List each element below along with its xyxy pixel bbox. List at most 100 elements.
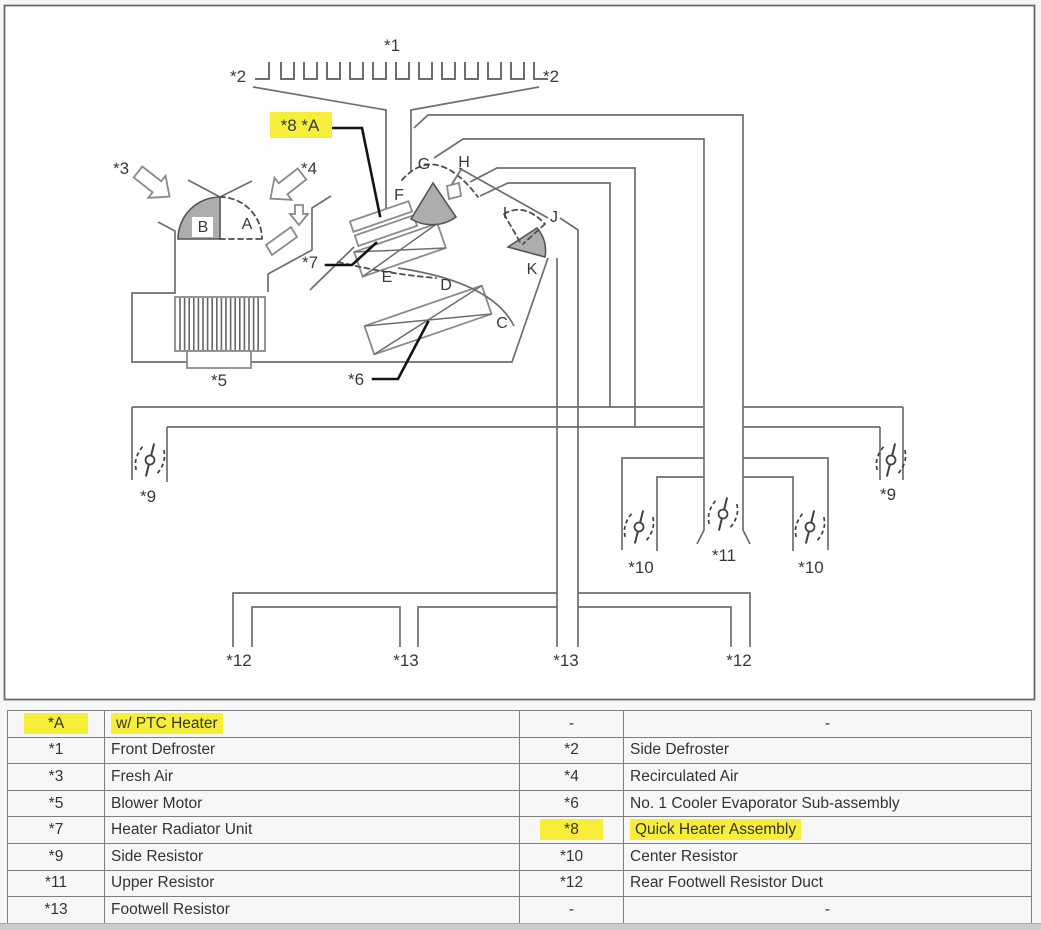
label-center-resistor-left: *10 <box>628 558 654 577</box>
fresh-air-arrow-icon <box>132 165 171 199</box>
leader-quick-heater <box>330 126 382 218</box>
label-side-defroster-right: *2 <box>543 67 559 86</box>
legend-table: *A w/ PTC Heater - - *1 Front Defroster … <box>7 710 1032 924</box>
legend-value: Fresh Air <box>104 763 520 791</box>
legend-key: *10 <box>519 842 624 871</box>
door-K-shape <box>506 226 547 258</box>
door-B-label-box <box>192 217 213 237</box>
upper-resistor-icon <box>707 497 739 531</box>
duct-third <box>469 167 636 427</box>
legend-value: Blower Motor <box>104 789 520 818</box>
table-row: *A w/ PTC Heater - - <box>7 710 1032 738</box>
legend-value: No. 1 Cooler Evaporator Sub-assembly <box>623 789 1032 818</box>
heater-radiator-unit <box>353 222 447 278</box>
label-rear-duct-right: *12 <box>726 651 752 670</box>
legend-key: *6 <box>519 789 624 818</box>
center-resistor-right-icon <box>794 510 826 544</box>
footwell-feed-right-wall <box>559 217 579 647</box>
label-center-resistor-right: *10 <box>798 558 824 577</box>
label-upper-resistor: *11 <box>712 546 736 565</box>
cooler-evaporator <box>363 284 493 356</box>
passage-wall <box>309 246 355 291</box>
legend-value: Side Defroster <box>623 736 1032 765</box>
legend-key: - <box>519 896 624 924</box>
door-letter-D: D <box>440 277 452 294</box>
door-letter-G: G <box>418 156 430 173</box>
door-I-J-swing <box>503 208 546 245</box>
unit-outline <box>131 221 549 363</box>
rear-duct-left <box>232 592 557 647</box>
legend-value: Footwell Resistor <box>104 896 520 924</box>
defroster-duct-right-wall <box>410 86 540 172</box>
label-footwell-right: *13 <box>553 651 579 670</box>
label-fresh-air: *3 <box>113 159 129 178</box>
legend-value: Rear Footwell Resistor Duct <box>623 869 1032 898</box>
label-side-resistor-left: *9 <box>140 487 156 506</box>
label-front-defroster: *1 <box>384 36 400 55</box>
front-defroster-vents-icon <box>255 62 548 80</box>
hvac-airflow-diagram: *1 *2 *2 *3 *4 *5 *6 *7 *8 *A *9 *9 *10 … <box>3 4 1036 701</box>
center-assembly-inner <box>656 476 794 551</box>
legend-value: Heater Radiator Unit <box>104 816 520 844</box>
side-duct-left-outlet <box>131 407 168 482</box>
legend-key: *2 <box>519 736 624 765</box>
table-row: *13 Footwell Resistor - - <box>7 896 1032 924</box>
label-blower-motor: *5 <box>211 371 227 390</box>
door-letter-J: J <box>550 209 558 226</box>
duct-fourth <box>479 182 611 407</box>
duct-second <box>433 138 705 545</box>
table-row: *7 Heater Radiator Unit *8 Quick Heater … <box>7 816 1032 844</box>
label-heater-radiator: *7 <box>302 253 318 272</box>
legend-key: *13 <box>7 896 105 924</box>
legend-key: *5 <box>7 789 105 818</box>
diagram-frame <box>3 4 1036 701</box>
rear-duct-right <box>578 592 751 647</box>
label-evaporator: *6 <box>348 370 364 389</box>
legend-value: w/ PTC Heater <box>111 712 223 734</box>
door-C-swing-arc <box>397 267 515 327</box>
legend-key: *7 <box>7 816 105 844</box>
label-footwell-left: *13 <box>393 651 419 670</box>
recirc-flap <box>264 225 299 257</box>
table-row: *9 Side Resistor *10 Center Resistor <box>7 842 1032 871</box>
door-letter-C: C <box>496 315 508 332</box>
door-letter-H: H <box>458 154 470 171</box>
legend-value: Center Resistor <box>623 842 1032 871</box>
legend-key: *11 <box>7 869 105 898</box>
center-resistor-left-icon <box>623 510 655 544</box>
duct-outer <box>413 114 751 545</box>
label-recirculated-air: *4 <box>301 159 317 178</box>
table-row: *3 Fresh Air *4 Recirculated Air <box>7 763 1032 791</box>
door-letter-F: F <box>394 187 404 204</box>
legend-key: - <box>519 710 624 738</box>
small-down-arrow-icon <box>288 204 310 227</box>
label-side-defroster-left: *2 <box>230 67 246 86</box>
side-resistor-right-icon <box>875 443 907 477</box>
table-row: *11 Upper Resistor *12 Rear Footwell Res… <box>7 869 1032 898</box>
defroster-duct-left-wall <box>252 86 387 218</box>
legend-value: - <box>623 710 1032 738</box>
door-letter-B: B <box>198 219 209 236</box>
label-quick-heater: *8 *A <box>281 116 320 135</box>
intake-right-wall <box>267 195 332 292</box>
legend-key: *3 <box>7 763 105 791</box>
door-A-swing-arc <box>219 196 263 240</box>
legend-value: Front Defroster <box>104 736 520 765</box>
door-letter-I: I <box>503 205 507 222</box>
recirculated-air-arrow-icon <box>269 167 308 201</box>
door-G-H-swing-arc <box>401 163 479 198</box>
blower-motor-stripes <box>179 298 259 350</box>
center-assembly-outer <box>621 457 829 550</box>
legend-value: - <box>623 896 1032 924</box>
side-resistor-left-icon <box>134 443 166 477</box>
bottom-divider <box>0 923 1041 930</box>
legend-key: *A <box>23 712 89 734</box>
legend-value: Recirculated Air <box>623 763 1032 791</box>
table-row: *1 Front Defroster *2 Side Defroster <box>7 736 1032 765</box>
door-letter-A: A <box>242 216 253 233</box>
legend-key: *8 <box>540 819 603 841</box>
legend-value: Quick Heater Assembly <box>630 819 802 841</box>
door-H-flap <box>445 181 463 201</box>
quick-heater-callout-highlight <box>270 112 332 138</box>
